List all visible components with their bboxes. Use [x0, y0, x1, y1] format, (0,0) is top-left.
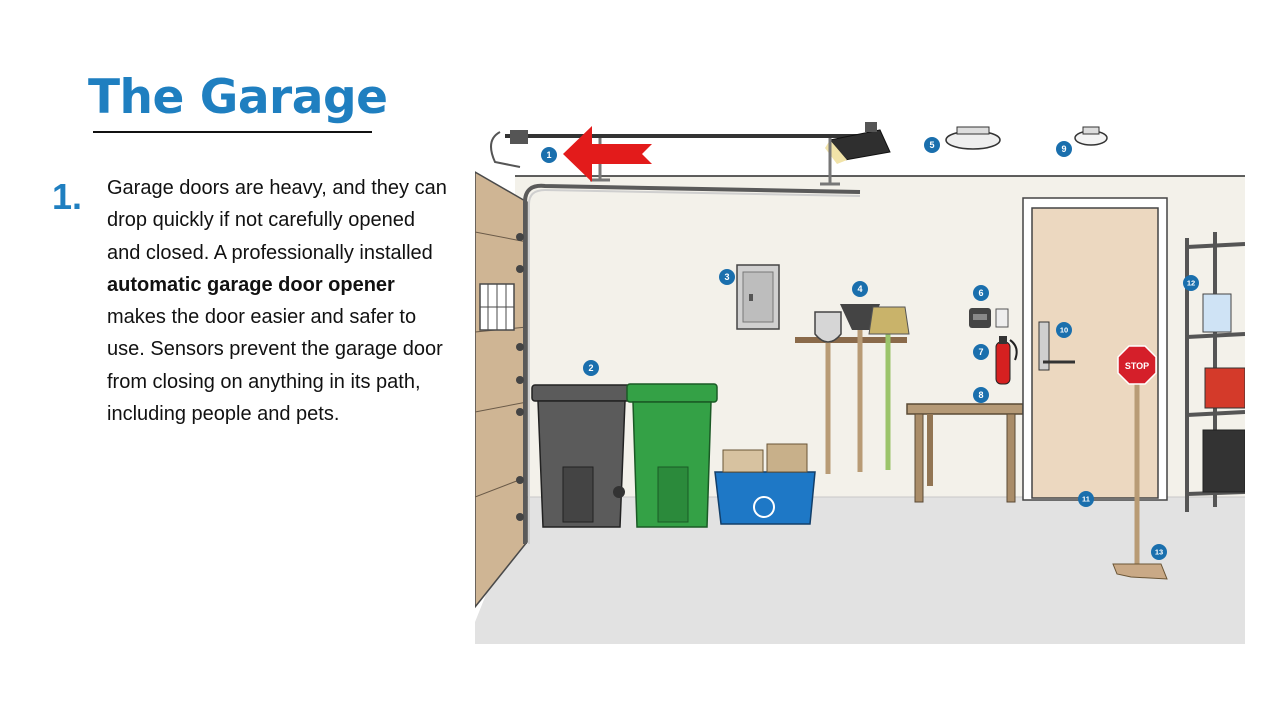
work-table: [906, 403, 1024, 503]
callout-13: 13: [1151, 544, 1167, 560]
fire-extinguisher: [995, 336, 1018, 385]
trash-bin: [531, 384, 631, 528]
garage-illustration: STOP 1 2 3 4 5 6 7 8 9 10 11 12 13: [475, 112, 1245, 644]
step-description: Garage doors are heavy, and they can dro…: [107, 172, 447, 430]
svg-text:10: 10: [1060, 326, 1068, 335]
callout-2: 2: [583, 360, 599, 376]
callout-9: 9: [1056, 141, 1072, 157]
recycling-bin: [714, 443, 816, 525]
svg-text:1: 1: [546, 150, 551, 160]
svg-text:5: 5: [929, 140, 934, 150]
svg-text:7: 7: [978, 347, 983, 357]
svg-text:4: 4: [857, 284, 862, 294]
svg-text:6: 6: [978, 288, 983, 298]
callout-badges: 1 2 3 4 5 6 7 8 9 10 11 12 13: [541, 137, 1199, 560]
page-title: The Garage: [88, 70, 388, 125]
compost-bin: [626, 383, 718, 528]
svg-text:3: 3: [724, 272, 729, 282]
stop-sign-text: STOP: [1125, 361, 1149, 371]
callout-4: 4: [852, 281, 868, 297]
garage-floor: [475, 497, 1245, 644]
callout-12: 12: [1183, 275, 1199, 291]
svg-text:13: 13: [1155, 548, 1163, 557]
callout-8: 8: [973, 387, 989, 403]
electrical-panel: [736, 264, 780, 330]
garage-door-track: [523, 183, 861, 544]
callout-1: 1: [541, 147, 557, 163]
callout-11: 11: [1078, 491, 1094, 507]
svg-text:11: 11: [1082, 495, 1090, 504]
svg-text:9: 9: [1061, 144, 1066, 154]
stop-sign-stand: STOP: [1112, 345, 1168, 580]
step-text-intro: Garage doors are heavy, and they can dro…: [107, 177, 447, 264]
smoke-detector: [1074, 126, 1108, 146]
callout-7: 7: [973, 344, 989, 360]
red-arrow-icon: [563, 126, 652, 182]
callout-5: 5: [924, 137, 940, 153]
title-underline: [93, 131, 372, 133]
garage-door: [475, 171, 861, 609]
callout-10: 10: [1056, 322, 1072, 338]
wall-tools: [795, 304, 910, 474]
wall-controls: [969, 308, 1009, 328]
svg-text:12: 12: [1187, 279, 1195, 288]
svg-text:2: 2: [588, 363, 593, 373]
step-number: 1.: [52, 176, 83, 217]
callout-3: 3: [719, 269, 735, 285]
step-text-highlight: automatic garage door opener: [107, 273, 395, 296]
svg-text:8: 8: [978, 390, 983, 400]
ceiling-light: [945, 126, 1001, 150]
step-text-rest: makes the door easier and safer to use. …: [107, 306, 443, 426]
callout-6: 6: [973, 285, 989, 301]
